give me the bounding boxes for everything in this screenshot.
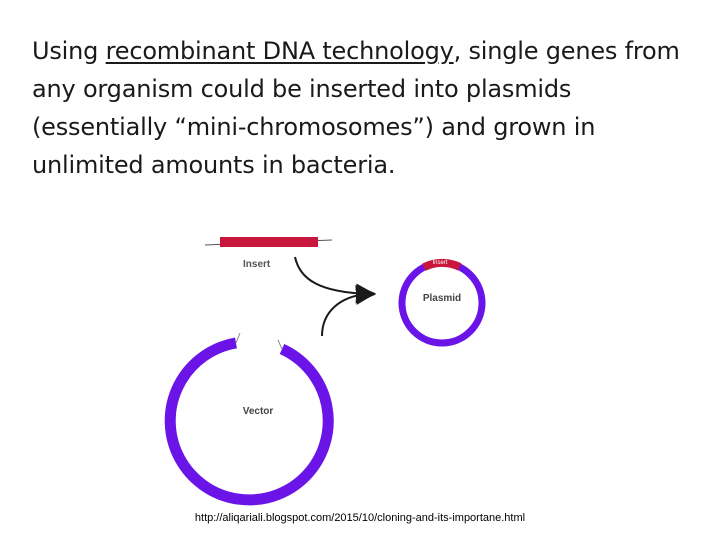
plasmid-label: Plasmid — [423, 293, 461, 304]
recombinant-dna-term: recombinant DNA technology — [105, 37, 454, 65]
text-part-rest: , single genes from any organism could b… — [32, 37, 680, 179]
insert-segment — [220, 237, 318, 247]
vector-ring — [164, 337, 334, 506]
insert-label: Insert — [243, 259, 271, 270]
arrow-from-vector — [321, 284, 376, 337]
arrow-from-insert — [294, 256, 376, 304]
vector-cut-end-right — [277, 339, 283, 350]
plasmid-insert-segment — [422, 258, 462, 271]
vector-label: Vector — [243, 406, 274, 417]
insert-fragment — [204, 237, 333, 247]
plasmid-insert-tag-label: Insert — [432, 260, 447, 266]
slide-body-text: Using recombinant DNA technology, single… — [32, 32, 692, 184]
vector-cut-end-left — [235, 332, 241, 344]
source-url-caption: http://aliqariali.blogspot.com/2015/10/c… — [194, 512, 526, 524]
text-part-intro: Using — [32, 37, 106, 65]
